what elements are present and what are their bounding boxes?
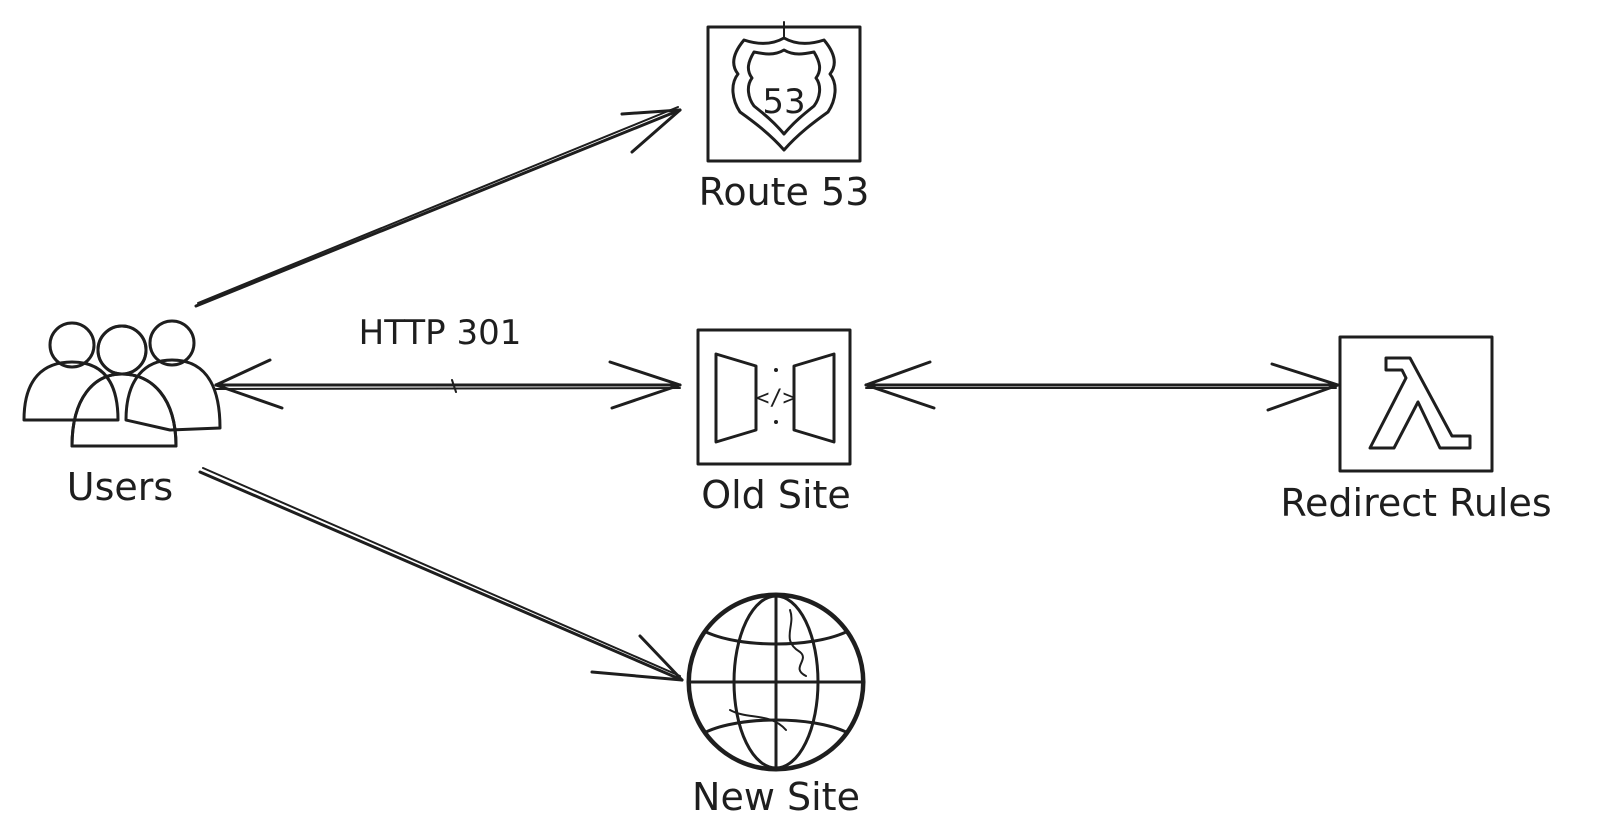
edge-users-new-site — [198, 467, 684, 682]
users-label: Users — [67, 465, 173, 509]
new-site-label: New Site — [692, 775, 860, 819]
api-gateway-icon: </> — [714, 352, 836, 444]
users-group-icon — [22, 319, 222, 448]
route53-node[interactable]: 53 Route 53 — [699, 21, 870, 214]
new-site-node[interactable]: New Site — [686, 592, 866, 819]
old-site-glyph: </> — [756, 386, 796, 411]
edge-users-old-site — [214, 358, 682, 410]
route53-shield-icon: 53 — [731, 21, 837, 152]
edge-old-site-redirect-rules — [864, 360, 1340, 412]
redirect-rules-node[interactable]: Redirect Rules — [1280, 335, 1552, 525]
route53-label: Route 53 — [699, 170, 870, 214]
old-site-box — [696, 328, 852, 466]
old-site-node[interactable]: </> Old Site — [696, 328, 852, 517]
edge-users-route53 — [194, 106, 682, 308]
users-node[interactable]: Users — [22, 319, 222, 509]
old-site-label: Old Site — [701, 473, 851, 517]
edge-label-http-301: HTTP 301 — [359, 313, 522, 353]
lambda-icon — [1368, 356, 1472, 450]
redirect-rules-box — [1338, 335, 1494, 473]
route53-badge: 53 — [762, 82, 805, 122]
redirect-rules-label: Redirect Rules — [1280, 481, 1551, 525]
globe-icon — [686, 592, 866, 772]
